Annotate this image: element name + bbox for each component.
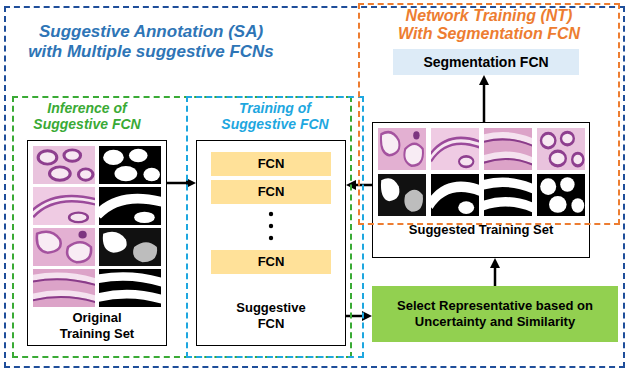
fcn-bar: FCN [211, 152, 331, 176]
region-title: Training of Suggestive FCN [205, 100, 345, 132]
tissue-image [29, 269, 99, 307]
box-label: FCN [213, 156, 329, 172]
fcn-bar: FCN [211, 180, 331, 204]
mask-image [99, 146, 161, 184]
mask-image [537, 174, 585, 216]
mask-image [95, 269, 165, 307]
box-label: Segmentation FCN [396, 54, 576, 71]
image-set-box: Original Training Set [27, 140, 167, 346]
arrow-line [483, 83, 486, 122]
box-label: FCN [213, 254, 329, 270]
arrow-connector [346, 311, 372, 321]
mask-image [429, 174, 480, 216]
arrow-line [346, 315, 364, 318]
box-label: FCN [213, 184, 329, 200]
region-title: Original Training Set [52, 310, 142, 341]
image-set-box: Suggested Training Set [372, 122, 590, 258]
region-title: Suggestive Annotation (SA) with Multiple… [22, 22, 280, 61]
arrow-connector [479, 75, 489, 122]
training-region: Training of Suggestive FCN Suggestive FCN… [186, 96, 364, 358]
arrow-connector [167, 178, 196, 188]
process-box: Select Representative based on Uncertain… [372, 286, 618, 342]
region-title: Network Training (NT) With Segmentation … [393, 7, 585, 44]
tissue-image [429, 128, 480, 170]
tissue-image [31, 187, 97, 225]
arrow-head [490, 258, 500, 268]
box-label: Select Representative based on Uncertain… [378, 298, 612, 329]
arrow-head [479, 75, 489, 85]
process-box: Segmentation FCN [393, 49, 579, 75]
arrow-line [494, 266, 497, 286]
mask-image [481, 174, 535, 216]
mask-image [99, 228, 161, 266]
ellipsis-dots [269, 212, 273, 240]
mask-image [378, 174, 426, 216]
tissue-image [378, 128, 426, 170]
inference-region: Inference of Suggestive FCN Original Trai… [12, 96, 352, 358]
region-title: Inference of Suggestive FCN [22, 100, 152, 132]
region-title: Suggestive FCN [226, 300, 316, 331]
training-region: Network Training (NT) With Segmentation … [358, 3, 620, 225]
arrow-connector [490, 258, 500, 286]
tissue-image [33, 228, 95, 266]
mask-image [97, 187, 163, 225]
tissue-image [481, 128, 535, 170]
arrow-line [167, 182, 188, 185]
fcn-bar: FCN [211, 250, 331, 274]
tissue-image [33, 146, 95, 184]
model-box: Suggestive FCN FCN FCN FCN [196, 140, 346, 346]
tissue-image [537, 128, 585, 170]
